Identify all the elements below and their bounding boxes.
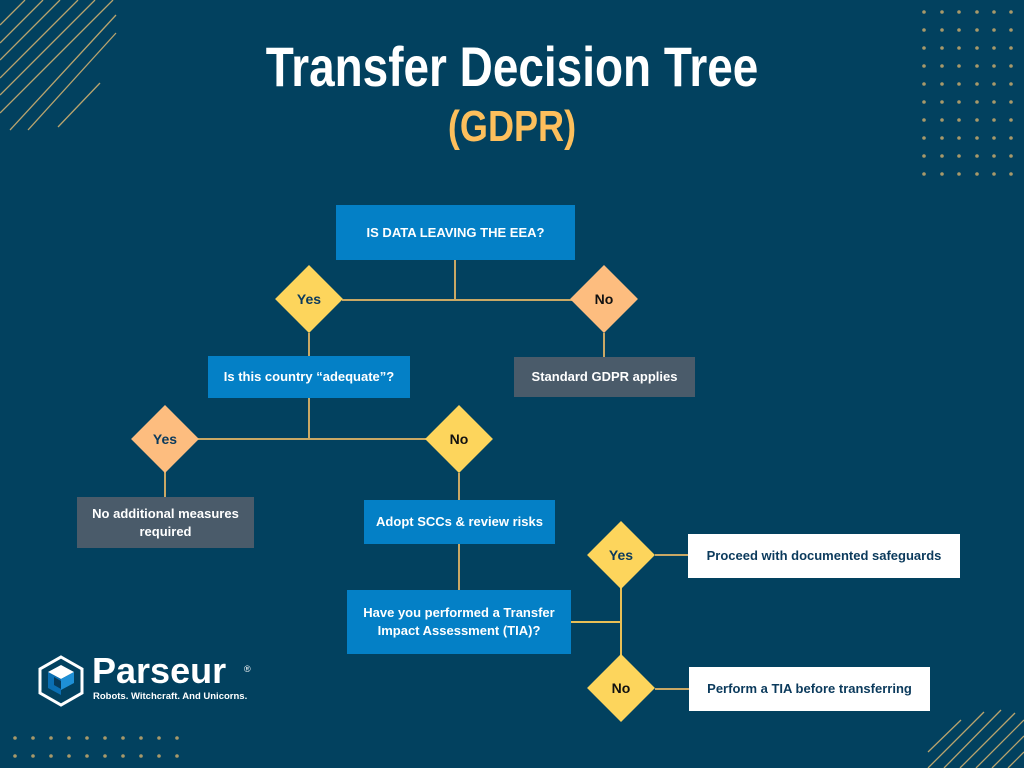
root-yes-diamond: Yes xyxy=(275,265,343,333)
adequate-no-diamond: No xyxy=(425,405,493,473)
connector-adequate-no-down xyxy=(458,473,460,500)
connector-tia-no-right xyxy=(655,688,689,690)
tia-question-box: Have you performed a Transfer Impact Ass… xyxy=(347,590,571,654)
adopt-sccs-text: Adopt SCCs & review risks xyxy=(376,514,543,529)
tia-question-text: Have you performed a Transfer Impact Ass… xyxy=(363,605,555,638)
connector-root-down xyxy=(454,260,456,300)
standard-gdpr-text: Standard GDPR applies xyxy=(531,369,678,384)
standard-gdpr-box: Standard GDPR applies xyxy=(514,357,695,397)
root-no-label: No xyxy=(594,291,614,307)
brand-tagline: Robots. Witchcraft. And Unicorns. xyxy=(93,691,248,702)
decorative-diagonal-lines-bottom-right xyxy=(927,709,1024,768)
connector-adequate-down xyxy=(308,398,310,439)
root-yes-label: Yes xyxy=(296,291,322,307)
decorative-diagonal-lines-top-left xyxy=(0,0,117,131)
adequate-no-label: No xyxy=(449,431,469,447)
connector-root-no-down xyxy=(603,333,605,357)
adequate-question-text: Is this country “adequate”? xyxy=(223,369,395,384)
perform-tia-text: Perform a TIA before transferring xyxy=(707,681,912,696)
proceed-safeguards-box: Proceed with documented safeguards xyxy=(688,534,960,578)
connector-adequate-yes-down xyxy=(164,472,166,497)
tia-no-diamond: No xyxy=(587,654,655,722)
registered-mark: ® xyxy=(244,664,251,674)
page-title: Transfer Decision Tree xyxy=(265,35,759,98)
root-question-box: IS DATA LEAVING THE EEA? xyxy=(336,205,575,260)
decorative-dot-grid-bottom-left xyxy=(13,736,179,758)
connector-sccs-down xyxy=(458,544,460,590)
root-no-diamond: No xyxy=(570,265,638,333)
decorative-dot-grid-top-right xyxy=(922,10,1013,176)
connector-root-horizontal xyxy=(342,299,572,301)
connector-tia-yes-right xyxy=(655,554,688,556)
tia-no-label: No xyxy=(611,680,631,696)
adequate-yes-diamond: Yes xyxy=(131,405,199,473)
brand-name: Parseur xyxy=(92,650,227,691)
adopt-sccs-box: Adopt SCCs & review risks xyxy=(364,500,555,544)
connector-root-yes-down xyxy=(308,333,310,356)
perform-tia-box: Perform a TIA before transferring xyxy=(689,667,930,711)
no-additional-measures-box: No additional measures required xyxy=(77,497,254,548)
parseur-hexagon-logo-icon xyxy=(38,655,84,707)
root-question-text: IS DATA LEAVING THE EEA? xyxy=(366,224,545,240)
adequate-yes-label: Yes xyxy=(152,431,178,447)
connector-adequate-horizontal xyxy=(198,438,428,440)
tia-yes-diamond: Yes xyxy=(587,521,655,589)
adequate-question-box: Is this country “adequate”? xyxy=(208,356,410,398)
connector-tia-horizontal xyxy=(571,621,622,623)
connector-tia-vertical xyxy=(620,588,622,655)
page-subtitle: (GDPR) xyxy=(447,102,577,151)
tia-yes-label: Yes xyxy=(608,547,634,563)
proceed-safeguards-text: Proceed with documented safeguards xyxy=(706,548,942,563)
no-additional-measures-text: No additional measures required xyxy=(92,505,239,539)
